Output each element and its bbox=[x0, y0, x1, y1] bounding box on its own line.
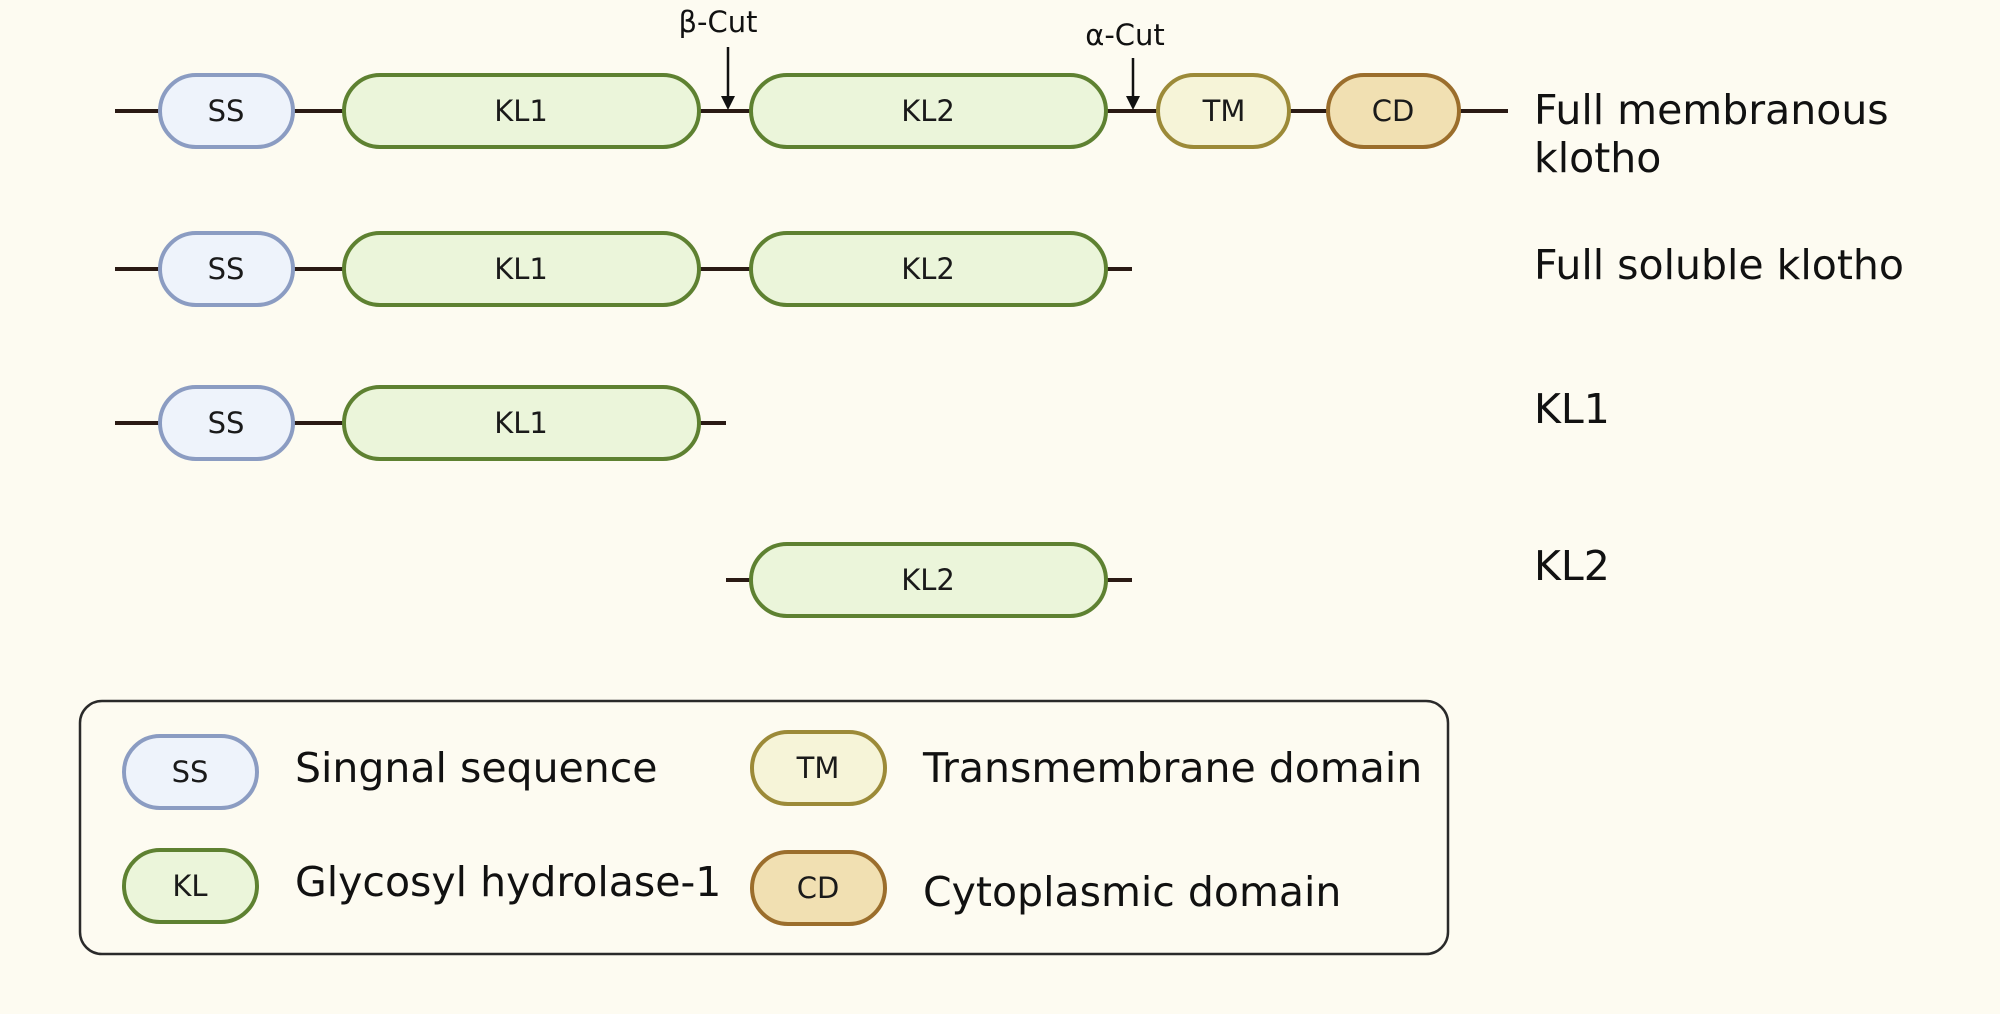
domain-kl1: KL1 bbox=[342, 231, 701, 307]
legend-swatch-label: CD bbox=[797, 871, 840, 905]
legend-item-kl: KL Glycosyl hydrolase-1 bbox=[122, 848, 721, 924]
legend-text: Glycosyl hydrolase-1 bbox=[295, 858, 721, 906]
legend-box bbox=[78, 699, 1450, 956]
legend-swatch-label: TM bbox=[796, 751, 840, 785]
legend-item-tm: TM Transmembrane domain bbox=[750, 730, 1422, 806]
domain-tm: TM bbox=[1156, 73, 1291, 149]
row-label-line: Full soluble klotho bbox=[1534, 241, 1904, 289]
row-kl1: SS KL1 KL1 bbox=[115, 385, 1610, 461]
domain-label: SS bbox=[208, 406, 245, 440]
domain-label: KL2 bbox=[901, 94, 955, 128]
domain-cd: CD bbox=[1326, 73, 1461, 149]
row-full-membranous: SS KL1 KL2 TM CD β-Cut α-Cut Full bbox=[115, 5, 1889, 182]
legend: SS Singnal sequence TM Transmembrane dom… bbox=[78, 699, 1450, 956]
domain-label: KL1 bbox=[494, 252, 548, 286]
domain-label: CD bbox=[1372, 94, 1415, 128]
row-label-line: KL1 bbox=[1534, 385, 1610, 433]
row-full-soluble: SS KL1 KL2 Full soluble klotho bbox=[115, 231, 1904, 307]
domain-kl2: KL2 bbox=[749, 231, 1108, 307]
legend-item-ss: SS Singnal sequence bbox=[122, 734, 658, 810]
domain-label: SS bbox=[208, 94, 245, 128]
domain-label: KL1 bbox=[494, 94, 548, 128]
legend-text: Transmembrane domain bbox=[922, 744, 1422, 792]
domain-label: SS bbox=[208, 252, 245, 286]
domain-label: TM bbox=[1202, 94, 1246, 128]
row-kl2: KL2 KL2 bbox=[726, 542, 1610, 618]
legend-swatch-label: SS bbox=[172, 755, 209, 789]
beta-cut-marker: β-Cut bbox=[679, 5, 758, 110]
beta-cut-label: β-Cut bbox=[679, 5, 758, 39]
row-label-line: KL2 bbox=[1534, 542, 1610, 590]
domain-label: KL1 bbox=[494, 406, 548, 440]
domain-ss: SS bbox=[158, 231, 295, 307]
domain-kl2: KL2 bbox=[749, 542, 1108, 618]
domain-label: KL2 bbox=[901, 563, 955, 597]
legend-text: Cytoplasmic domain bbox=[923, 868, 1341, 916]
domain-label: KL2 bbox=[901, 252, 955, 286]
domain-ss: SS bbox=[158, 73, 295, 149]
legend-text: Singnal sequence bbox=[295, 744, 658, 792]
domain-kl2: KL2 bbox=[749, 73, 1108, 149]
alpha-cut-marker: α-Cut bbox=[1085, 18, 1165, 110]
alpha-cut-label: α-Cut bbox=[1085, 18, 1165, 52]
row-label-line: klotho bbox=[1534, 134, 1661, 182]
domain-kl1: KL1 bbox=[342, 385, 701, 461]
domain-kl1: KL1 bbox=[342, 73, 701, 149]
legend-swatch-label: KL bbox=[172, 869, 207, 903]
legend-item-cd: CD Cytoplasmic domain bbox=[750, 850, 1341, 926]
domain-ss: SS bbox=[158, 385, 295, 461]
row-label-line: Full membranous bbox=[1534, 86, 1889, 134]
